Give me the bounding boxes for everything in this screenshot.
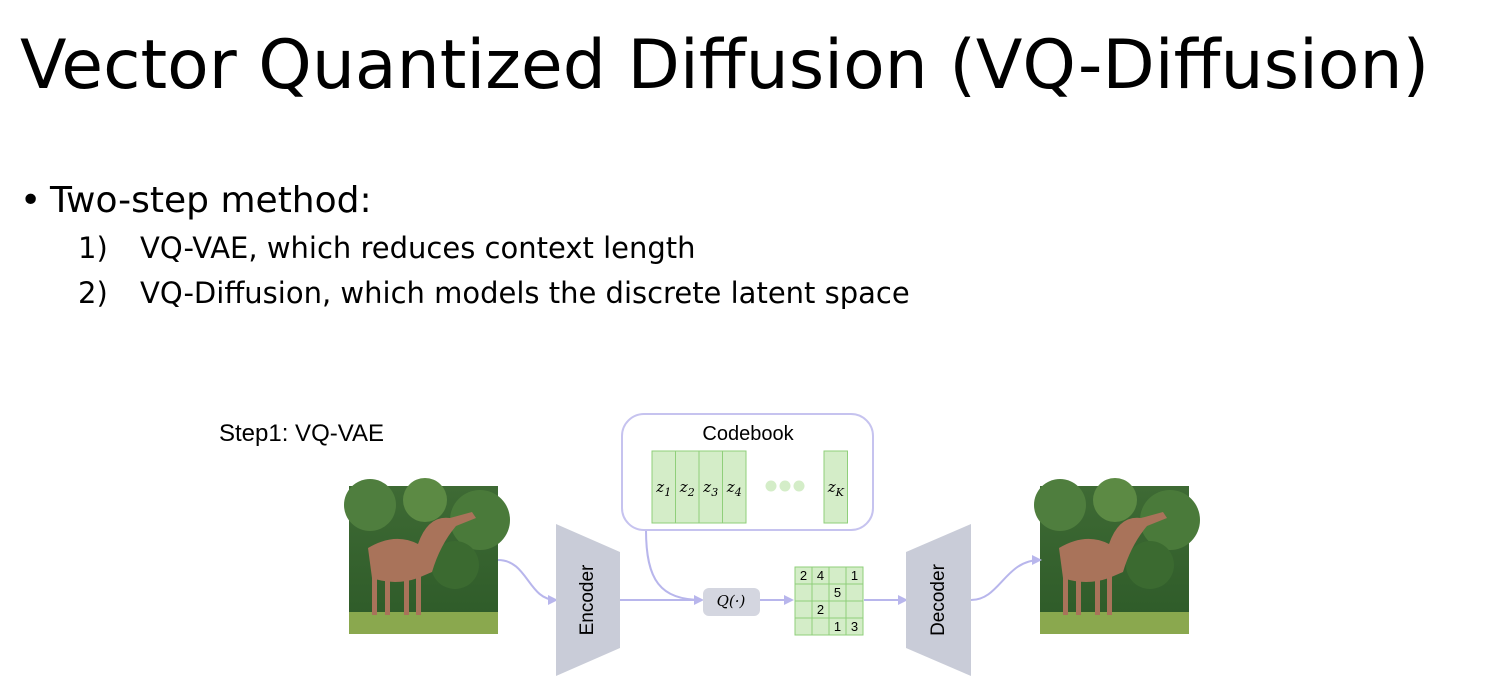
codebook-entry-2: z2 (679, 478, 695, 499)
bullet-marker: • (20, 180, 42, 221)
token-value: 3 (851, 619, 858, 634)
codebook-entries: z1 z2 z3 z4 zK (651, 450, 848, 524)
token-cell (794, 583, 813, 602)
giraffe-figure (368, 512, 476, 615)
quantizer-label: Q(·) (717, 592, 746, 610)
arrow-decoder-to-output (970, 555, 1042, 601)
decoder-block (906, 524, 971, 676)
token-value: 4 (817, 568, 824, 583)
input-image (344, 478, 510, 634)
codebook-label: Codebook (702, 423, 794, 445)
token-value: 2 (817, 602, 824, 617)
step-number-2: 2) (78, 276, 108, 310)
token-value: 5 (834, 585, 841, 600)
encoder-label: Encoder (577, 564, 598, 635)
token-value: 1 (851, 568, 858, 583)
codebook-ellipsis-dot (779, 480, 791, 492)
codebook-entry-1: z1 (655, 478, 671, 499)
output-image (1034, 478, 1200, 634)
token-cell (828, 600, 847, 619)
token-cell (811, 617, 830, 636)
quantizer-box (703, 588, 760, 616)
arrow-codebook-to-quantizer (645, 529, 703, 601)
step-item-1: 1) VQ-VAE, which reduces context length (78, 229, 696, 267)
codebook-entry-3: z3 (702, 478, 718, 499)
bullet-text: Two-step method: (50, 180, 372, 221)
codebook-cell-4 (722, 450, 747, 524)
step-text-1: VQ-VAE, which reduces context length (140, 231, 696, 265)
token-value: 1 (834, 619, 841, 634)
codebook-cell-last (823, 450, 848, 524)
token-cell (845, 583, 864, 602)
token-cell (794, 617, 813, 636)
token-cell (811, 583, 830, 602)
step-item-2: 2) VQ-Diffusion, which models the discret… (78, 274, 910, 312)
decoder-label: Decoder (928, 563, 949, 635)
slide-title: Vector Quantized Diffusion (VQ-Diffusion… (20, 26, 1430, 105)
bullet-item: •Two-step method: (20, 178, 372, 224)
codebook-ellipsis-dot (765, 480, 777, 492)
codebook-ellipsis-dot (793, 480, 805, 492)
encoder-block (556, 524, 620, 676)
codebook-entry-last: zK (827, 478, 845, 499)
token-cell (845, 600, 864, 619)
diagram-step-label: Step1: VQ-VAE (219, 420, 384, 447)
step-text-2: VQ-Diffusion, which models the discrete … (140, 276, 910, 310)
token-cell (845, 617, 864, 636)
codebook-entry-4: z4 (726, 478, 742, 499)
token-cell (828, 566, 847, 585)
step-number-1: 1) (78, 231, 108, 265)
token-cell (794, 600, 813, 619)
token-value: 2 (800, 568, 807, 583)
arrow-input-to-encoder (497, 559, 558, 605)
giraffe-figure-output (1059, 512, 1167, 615)
